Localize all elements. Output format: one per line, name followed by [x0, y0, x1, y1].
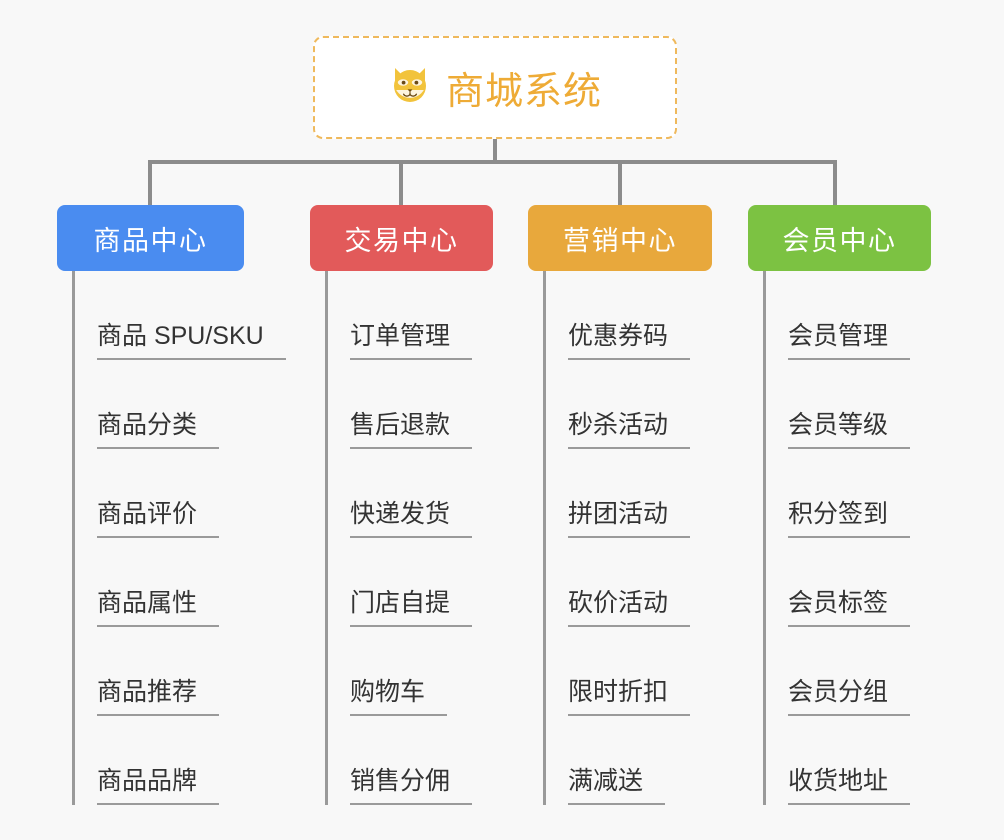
- connector-root-stem: [493, 139, 497, 164]
- branch-column-marketing-center: 营销中心 优惠券码 秒杀活动 拼团活动 砍价活动 限时折扣 满减送: [528, 205, 712, 805]
- category-header-label: 交易中心: [344, 225, 459, 256]
- leaf-item-label: 销售分佣: [350, 767, 473, 805]
- leaf-item-label: 订单管理: [350, 322, 473, 360]
- leaf-item-label: 购物车: [350, 678, 448, 716]
- leaf-item-label: 会员标签: [788, 589, 911, 627]
- root-node-title: 商城系统: [445, 71, 602, 113]
- leaf-item-label: 会员管理: [788, 322, 911, 360]
- leaf-list-product-center: 商品 SPU/SKU 商品分类 商品评价 商品属性 商品推荐 商品品牌: [72, 271, 286, 805]
- leaf-item-label: 商品评价: [97, 500, 220, 538]
- leaf-item-label: 快递发货: [350, 500, 473, 538]
- leaf-item[interactable]: 购物车: [328, 627, 493, 716]
- leaf-list-member-center: 会员管理 会员等级 积分签到 会员标签 会员分组 收货地址: [763, 271, 931, 805]
- category-header-marketing-center[interactable]: 营销中心: [528, 205, 712, 271]
- leaf-item[interactable]: 订单管理: [328, 271, 493, 360]
- leaf-item-label: 限时折扣: [568, 678, 691, 716]
- leaf-item[interactable]: 商品属性: [75, 538, 244, 627]
- leaf-item-label: 门店自提: [350, 589, 473, 627]
- leaf-item-label: 拼团活动: [568, 500, 691, 538]
- leaf-item-label: 商品 SPU/SKU: [97, 322, 286, 360]
- category-header-member-center[interactable]: 会员中心: [748, 205, 931, 271]
- leaf-item[interactable]: 会员分组: [766, 627, 931, 716]
- leaf-list-marketing-center: 优惠券码 秒杀活动 拼团活动 砍价活动 限时折扣 满减送: [543, 271, 712, 805]
- leaf-item-label: 会员分组: [788, 678, 911, 716]
- leaf-item[interactable]: 商品品牌: [75, 716, 244, 805]
- leaf-item[interactable]: 优惠券码: [546, 271, 712, 360]
- leaf-item[interactable]: 门店自提: [328, 538, 493, 627]
- leaf-item-label: 满减送: [568, 767, 666, 805]
- leaf-item[interactable]: 满减送: [546, 716, 712, 805]
- connector-drop-trade-center: [399, 160, 403, 205]
- leaf-item-label: 商品品牌: [97, 767, 220, 805]
- category-header-label: 营销中心: [563, 225, 677, 256]
- leaf-item[interactable]: 会员标签: [766, 538, 931, 627]
- leaf-item-label: 秒杀活动: [568, 411, 691, 449]
- root-node-shopping-mall-system[interactable]: 商城系统: [313, 36, 677, 139]
- leaf-item[interactable]: 砍价活动: [546, 538, 712, 627]
- leaf-item-label: 优惠券码: [568, 322, 691, 360]
- leaf-item[interactable]: 积分签到: [766, 449, 931, 538]
- branch-column-product-center: 商品中心 商品 SPU/SKU 商品分类 商品评价 商品属性 商品推荐 商品品牌: [57, 205, 286, 805]
- category-header-label: 会员中心: [782, 225, 897, 256]
- leaf-item-label: 积分签到: [788, 500, 911, 538]
- leaf-item-label: 砍价活动: [568, 589, 691, 627]
- leaf-item[interactable]: 商品 SPU/SKU: [75, 271, 286, 360]
- leaf-item[interactable]: 会员管理: [766, 271, 931, 360]
- leaf-item-label: 商品推荐: [97, 678, 220, 716]
- leaf-item[interactable]: 商品评价: [75, 449, 244, 538]
- leaf-item[interactable]: 拼团活动: [546, 449, 712, 538]
- leaf-item-label: 售后退款: [350, 411, 473, 449]
- leaf-list-trade-center: 订单管理 售后退款 快递发货 门店自提 购物车 销售分佣: [325, 271, 493, 805]
- leaf-item[interactable]: 商品分类: [75, 360, 244, 449]
- leaf-item[interactable]: 会员等级: [766, 360, 931, 449]
- category-header-product-center[interactable]: 商品中心: [57, 205, 244, 271]
- leaf-item[interactable]: 收货地址: [766, 716, 931, 805]
- leaf-item[interactable]: 销售分佣: [328, 716, 493, 805]
- branch-column-member-center: 会员中心 会员管理 会员等级 积分签到 会员标签 会员分组 收货地址: [748, 205, 931, 805]
- category-header-trade-center[interactable]: 交易中心: [310, 205, 493, 271]
- connector-horizontal-bus: [148, 160, 835, 164]
- leaf-item-label: 商品分类: [97, 411, 220, 449]
- shiba-dog-face-icon: [388, 62, 432, 113]
- leaf-item-label: 收货地址: [788, 767, 911, 805]
- leaf-item[interactable]: 秒杀活动: [546, 360, 712, 449]
- connector-drop-member-center: [833, 160, 837, 205]
- leaf-item[interactable]: 售后退款: [328, 360, 493, 449]
- connector-drop-marketing-center: [618, 160, 622, 205]
- leaf-item[interactable]: 商品推荐: [75, 627, 244, 716]
- leaf-item[interactable]: 快递发货: [328, 449, 493, 538]
- connector-drop-product-center: [148, 160, 152, 205]
- leaf-item-label: 商品属性: [97, 589, 220, 627]
- category-header-label: 商品中心: [93, 225, 208, 256]
- branch-column-trade-center: 交易中心 订单管理 售后退款 快递发货 门店自提 购物车 销售分佣: [310, 205, 493, 805]
- leaf-item-label: 会员等级: [788, 411, 911, 449]
- leaf-item[interactable]: 限时折扣: [546, 627, 712, 716]
